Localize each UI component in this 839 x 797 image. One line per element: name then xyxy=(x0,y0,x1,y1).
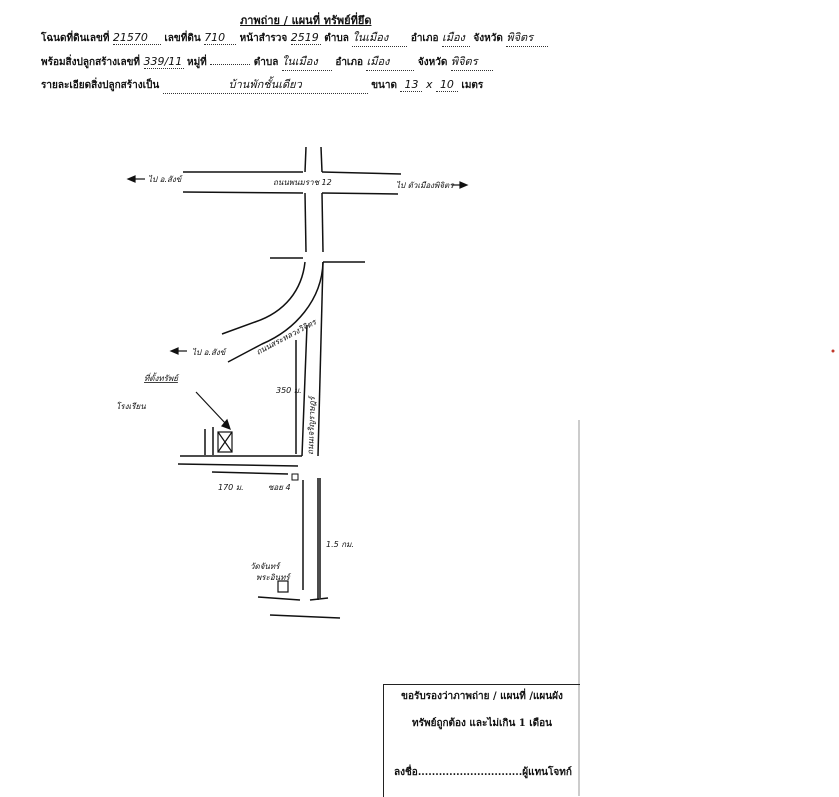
label-property-location: ที่ตั้งทรัพย์ xyxy=(144,372,180,383)
road-top-edge-right xyxy=(321,171,402,175)
label-distance-350: 350 ม. xyxy=(276,386,302,395)
arrow-right-top-icon xyxy=(459,181,469,189)
detail-label: รายละเอียดสิ่งปลูกสร้างเป็น xyxy=(41,80,160,91)
arrow-left-top-icon xyxy=(126,175,136,183)
map-roads xyxy=(177,146,402,619)
form-row-deed: โฉนดที่ดินเลขที่ 21570 เลขที่ดิน 710 หน้… xyxy=(41,28,549,47)
dimension-170-line xyxy=(211,471,289,475)
road-vertical-top-right xyxy=(320,146,323,173)
signature-row: ลงชื่อ..............................ผู้แ… xyxy=(384,765,580,780)
survey-number: 2519 xyxy=(290,31,321,45)
sign-label: ลงชื่อ xyxy=(394,767,418,778)
form-row-building: พร้อมสิ่งปลูกสร้างเลขที่ 339/11 หมู่ที่ … xyxy=(41,52,493,71)
province-value: พิจิตร xyxy=(506,28,549,47)
moo-value xyxy=(210,64,251,65)
province-label: จังหวัด xyxy=(473,33,503,44)
label-distance-15km: 1.5 กม. xyxy=(326,540,354,549)
map-arrows xyxy=(126,175,469,431)
land-number: 710 xyxy=(204,31,237,45)
label-road-top: ถนนพนมราช 12 xyxy=(273,178,332,187)
deed-number: 21570 xyxy=(112,31,161,45)
road-diagonal-upper xyxy=(221,261,306,335)
sign-suffix: ผู้แทนโจทก์ xyxy=(522,767,572,778)
soi-marker-icon xyxy=(291,473,299,481)
form-row-detail: รายละเอียดสิ่งปลูกสร้างเป็น บ้านพักชั้นเ… xyxy=(41,75,483,94)
building-number: 339/11 xyxy=(143,55,184,69)
road-bottom-line xyxy=(269,614,341,619)
label-left-top-destination: ไป อ.สังข์ xyxy=(148,174,183,184)
province-value-2: พิจิตร xyxy=(450,52,493,71)
detail-value: บ้านพักชั้นเดียว xyxy=(162,75,368,94)
size-width: 13 xyxy=(400,78,423,92)
amphoe-label: อำเภอ xyxy=(410,33,439,44)
land-no-label: เลขที่ดิน xyxy=(164,33,201,44)
label-left-mid-destination: ไป อ.สังข์ xyxy=(192,347,227,357)
property-box-icon xyxy=(217,431,233,453)
road-bottom-left xyxy=(257,596,301,601)
survey-label: หน้าสำรวจ xyxy=(239,33,288,44)
arrow-left-mid-icon xyxy=(169,347,179,355)
label-soi: ซอย 4 xyxy=(268,483,291,492)
temple-icon xyxy=(277,580,289,593)
sign-dots: .............................. xyxy=(417,767,523,778)
size-length: 10 xyxy=(435,78,458,92)
property-marker xyxy=(217,431,233,453)
amphoe-value-2: เมือง xyxy=(366,52,415,71)
amphoe-label-2: อำเภอ xyxy=(335,57,363,68)
label-temple: วัดจันทร์ xyxy=(250,561,281,571)
amphoe-value: เมือง xyxy=(441,28,470,47)
deed-label: โฉนดที่ดินเลขที่ xyxy=(41,33,110,44)
arrow-property-line xyxy=(195,391,227,425)
label-road-diagonal: ถนนสระหลวงวิจิตร xyxy=(255,317,319,357)
tambon-value-2: ในเมือง xyxy=(281,52,332,71)
road-vertical-right-edge xyxy=(321,192,324,253)
moo-label: หมู่ที่ xyxy=(187,57,207,68)
label-note-left: โรงเรียน xyxy=(116,401,146,411)
road-bottom-edge-left xyxy=(182,191,304,194)
road-vertical-top-left xyxy=(304,146,307,173)
stray-dot xyxy=(831,349,835,353)
size-x: x xyxy=(425,78,433,91)
property-cross-2 xyxy=(217,431,233,453)
road-bottom-edge-right xyxy=(321,192,399,195)
road-vertical-left-edge xyxy=(304,192,307,253)
arrow-property-icon xyxy=(220,418,231,431)
tambon-value: ในเมือง xyxy=(352,28,408,47)
label-road-vertical: ถนนเจริญราษฎร์ xyxy=(305,395,317,455)
size-label: ขนาด xyxy=(371,80,397,91)
road-main-right-edge xyxy=(317,261,324,457)
tambon-label: ตำบล xyxy=(324,33,349,44)
certification-box: ขอรับรองว่าภาพถ่าย / แผนที่ /แผนผัง ทรัพ… xyxy=(383,684,580,797)
cert-line-2: ทรัพย์ถูกต้อง และไม่เกิน 1 เดือน xyxy=(412,718,552,729)
road-main-left-edge xyxy=(301,324,308,457)
label-distance-170: 170 ม. xyxy=(218,483,244,492)
soi-road-bottom xyxy=(177,463,299,467)
road-bottom-right xyxy=(309,597,329,601)
province-label-2: จังหวัด xyxy=(417,57,448,68)
page-title: ภาพถ่าย / แผนที่ ทรัพย์ที่ยึด xyxy=(240,14,372,27)
tambon-label-2: ตำบล xyxy=(253,57,279,68)
building-label: พร้อมสิ่งปลูกสร้างเลขที่ xyxy=(41,57,141,68)
size-unit: เมตร xyxy=(461,80,484,91)
label-temple-sub: พระอินทร์ xyxy=(256,572,292,582)
cert-line-1: ขอรับรองว่าภาพถ่าย / แผนที่ /แผนผัง xyxy=(401,691,563,702)
road-diagonal-lower xyxy=(227,261,324,363)
label-right-top-destination: ไป ตัวเมืองพิจิตร xyxy=(396,180,455,190)
